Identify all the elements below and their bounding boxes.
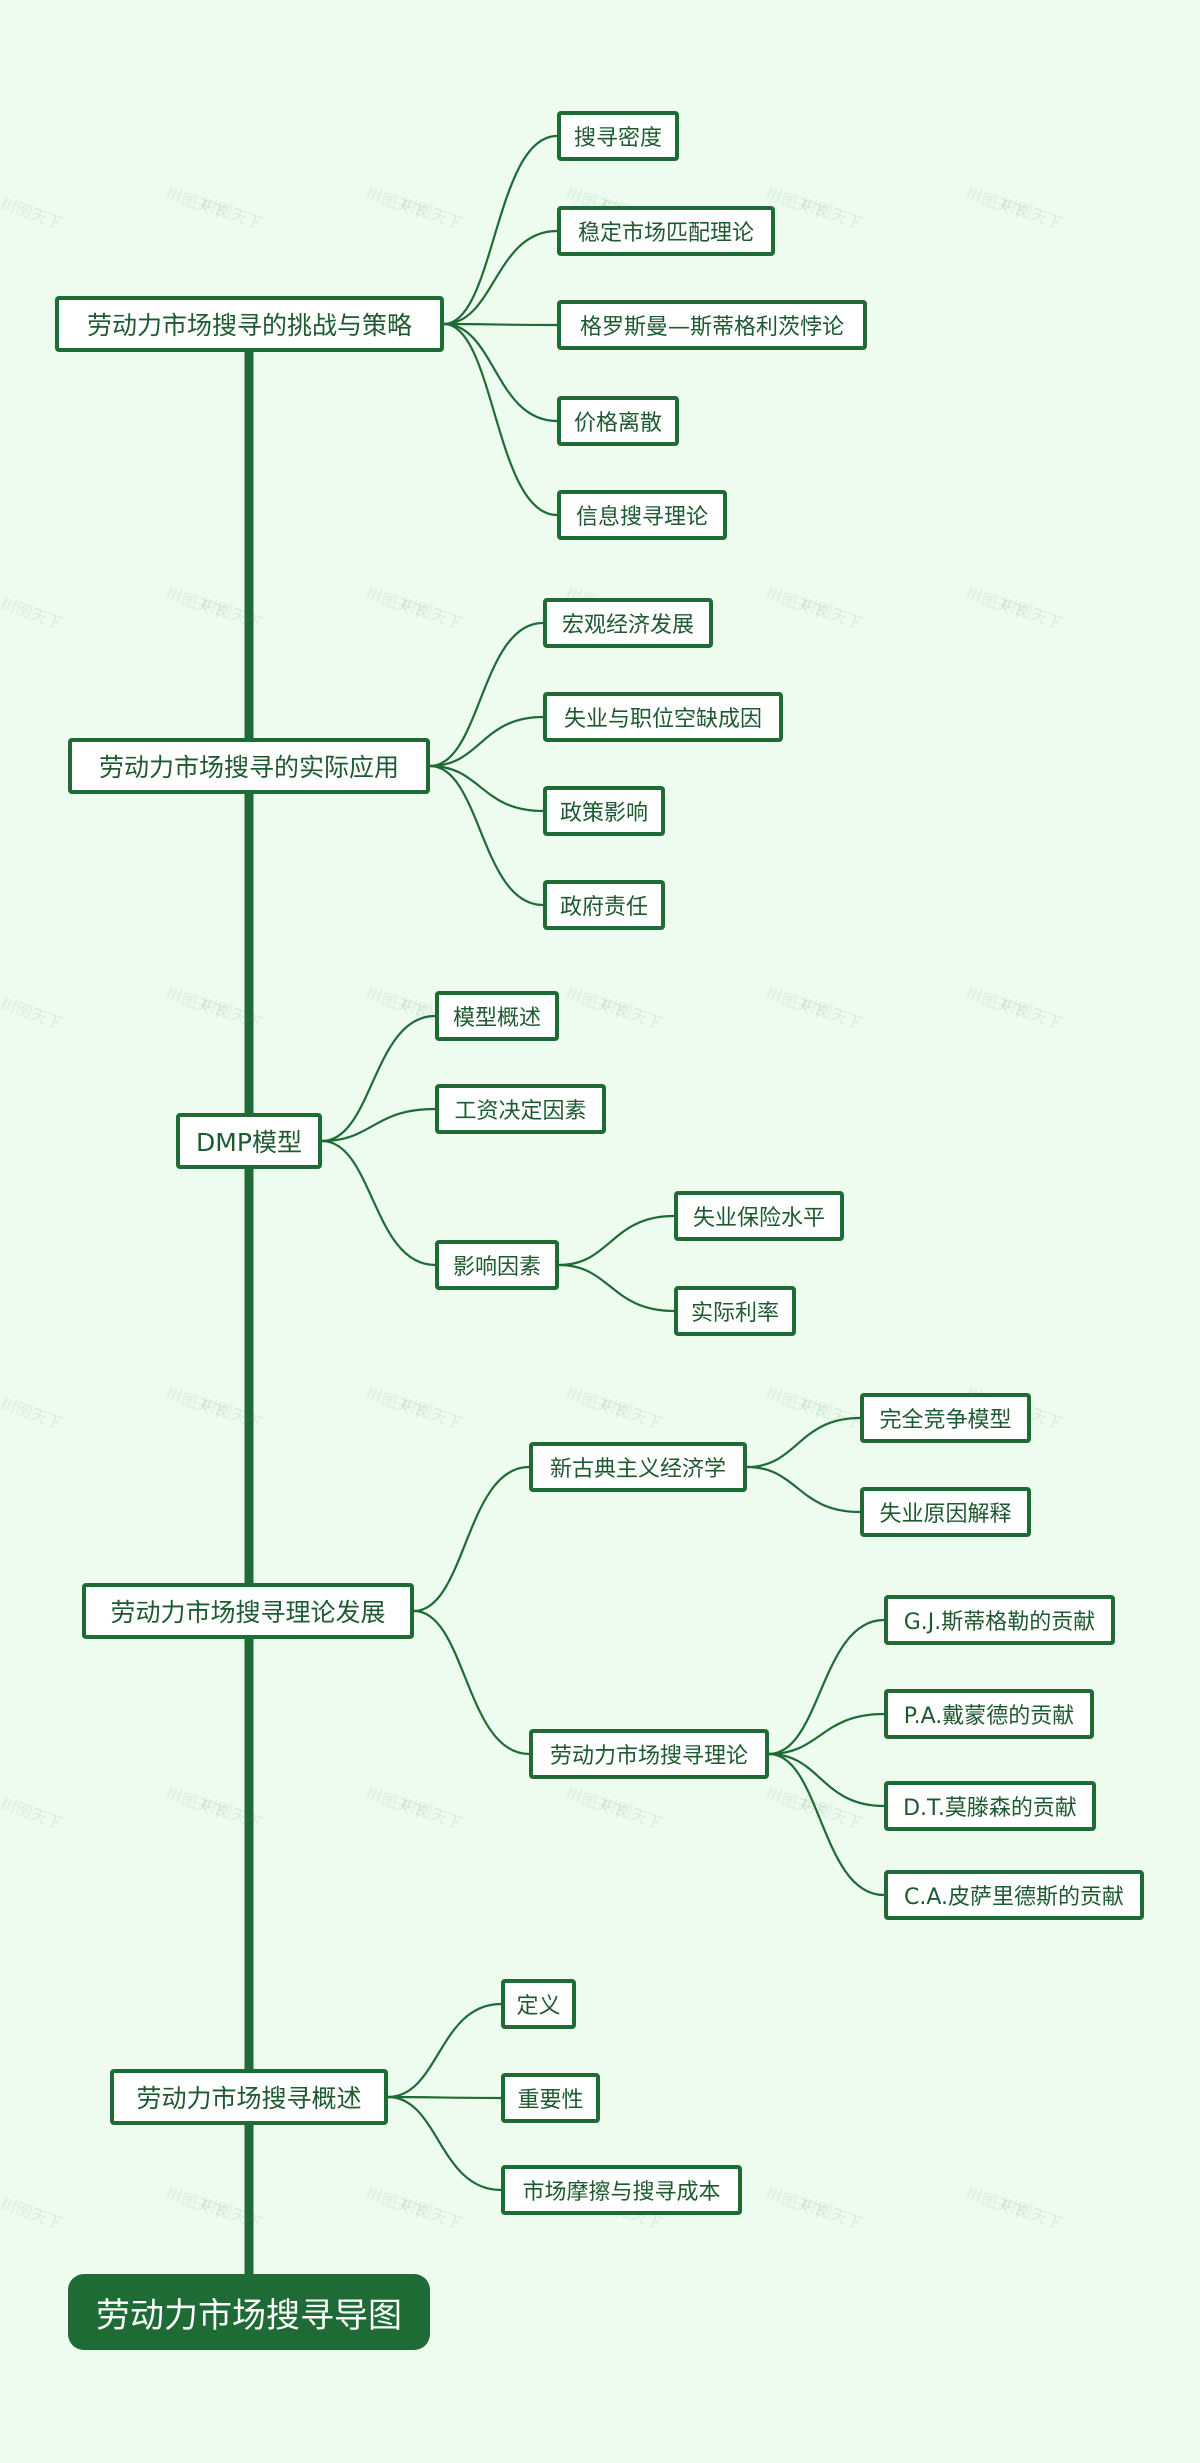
b0-link-2 bbox=[443, 322, 558, 327]
b0-link-4 bbox=[443, 322, 558, 517]
topic-node-0-2[interactable]: 格罗斯曼—斯蒂格利茨悖论 bbox=[557, 300, 867, 350]
subtopic-node-3-1-0[interactable]: G.J.斯蒂格勒的贡献 bbox=[884, 1595, 1115, 1645]
topic-node-2-2[interactable]: 影响因素 bbox=[435, 1240, 559, 1290]
topic-node-1-2[interactable]: 政策影响 bbox=[543, 786, 665, 836]
topic-node-1-1[interactable]: 失业与职位空缺成因 bbox=[543, 692, 783, 742]
b0-link-0 bbox=[443, 134, 558, 326]
b3-0-link-0 bbox=[746, 1416, 861, 1469]
b1-link-1 bbox=[429, 715, 544, 768]
topic-node-0-0[interactable]: 搜寻密度 bbox=[557, 111, 679, 161]
topic-node-0-4[interactable]: 信息搜寻理论 bbox=[557, 490, 727, 540]
branch-node-3[interactable]: 劳动力市场搜寻理论发展 bbox=[82, 1583, 414, 1639]
b2-link-0 bbox=[321, 1014, 436, 1143]
b0-link-3 bbox=[443, 322, 558, 423]
subtopic-node-3-1-1[interactable]: P.A.戴蒙德的贡献 bbox=[884, 1689, 1094, 1739]
b4-link-2 bbox=[387, 2095, 502, 2192]
root-node[interactable]: 劳动力市场搜寻导图 bbox=[68, 2274, 430, 2350]
topic-node-2-1[interactable]: 工资决定因素 bbox=[435, 1084, 606, 1134]
subtopic-node-3-1-3[interactable]: C.A.皮萨里德斯的贡献 bbox=[884, 1870, 1144, 1920]
topic-node-1-3[interactable]: 政府责任 bbox=[543, 880, 665, 930]
topic-node-0-3[interactable]: 价格离散 bbox=[557, 396, 679, 446]
b3-link-1 bbox=[413, 1609, 530, 1756]
topic-node-4-2[interactable]: 市场摩擦与搜寻成本 bbox=[501, 2165, 742, 2215]
subtopic-node-2-2-1[interactable]: 实际利率 bbox=[674, 1286, 796, 1336]
b3-1-link-0 bbox=[768, 1618, 885, 1756]
topic-node-3-0[interactable]: 新古典主义经济学 bbox=[529, 1442, 747, 1492]
topic-node-4-1[interactable]: 重要性 bbox=[501, 2073, 600, 2123]
branch-node-4[interactable]: 劳动力市场搜寻概述 bbox=[110, 2069, 388, 2125]
branch-node-1[interactable]: 劳动力市场搜寻的实际应用 bbox=[68, 738, 430, 794]
b3-link-0 bbox=[413, 1465, 530, 1613]
topic-node-2-0[interactable]: 模型概述 bbox=[435, 991, 559, 1041]
subtopic-node-2-2-0[interactable]: 失业保险水平 bbox=[674, 1191, 844, 1241]
subtopic-node-3-0-0[interactable]: 完全竞争模型 bbox=[860, 1393, 1031, 1443]
b4-link-1 bbox=[387, 2095, 502, 2100]
branch-node-2[interactable]: DMP模型 bbox=[176, 1113, 322, 1169]
b3-1-link-1 bbox=[768, 1712, 885, 1756]
b3-1-link-2 bbox=[768, 1752, 885, 1808]
topic-node-4-0[interactable]: 定义 bbox=[501, 1979, 576, 2029]
b1-link-0 bbox=[429, 621, 544, 768]
subtopic-node-3-1-2[interactable]: D.T.莫滕森的贡献 bbox=[884, 1781, 1096, 1831]
b2-link-2 bbox=[321, 1139, 436, 1267]
topic-node-1-0[interactable]: 宏观经济发展 bbox=[543, 598, 713, 648]
b0-link-1 bbox=[443, 229, 558, 326]
b3-1-link-3 bbox=[768, 1752, 885, 1897]
subtopic-node-3-0-1[interactable]: 失业原因解释 bbox=[860, 1487, 1031, 1537]
b1-link-2 bbox=[429, 764, 544, 813]
b4-link-0 bbox=[387, 2002, 502, 2099]
branch-node-0[interactable]: 劳动力市场搜寻的挑战与策略 bbox=[55, 296, 444, 352]
b3-0-link-1 bbox=[746, 1465, 861, 1514]
b2-2-link-0 bbox=[558, 1214, 675, 1267]
b2-link-1 bbox=[321, 1107, 436, 1143]
topic-node-0-1[interactable]: 稳定市场匹配理论 bbox=[557, 206, 775, 256]
b2-2-link-1 bbox=[558, 1263, 675, 1313]
b1-link-3 bbox=[429, 764, 544, 907]
topic-node-3-1[interactable]: 劳动力市场搜寻理论 bbox=[529, 1729, 769, 1779]
